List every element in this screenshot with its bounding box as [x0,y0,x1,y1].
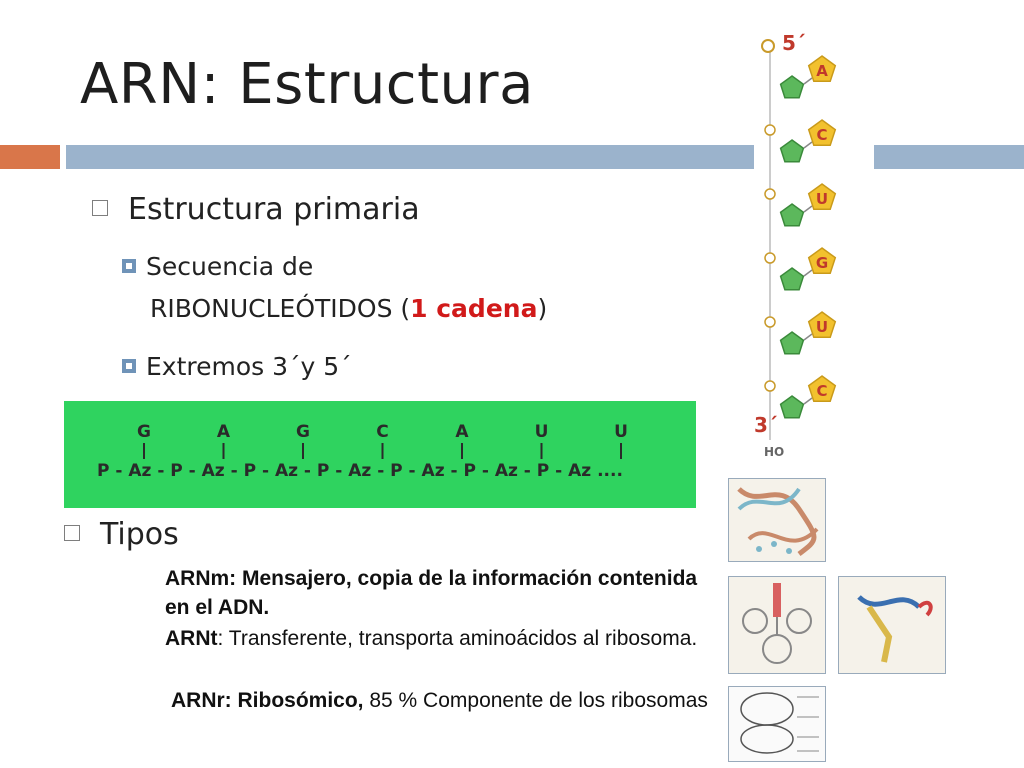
ribose-icon [779,331,805,355]
phosphate-icon [764,380,776,392]
sequence-chain: P - Az - P - Az - P - Az - P - Az - P - … [97,461,623,481]
nitrogen-base-label: G [816,254,828,272]
ribosome-illustration [728,686,826,762]
glycosidic-bond-line [803,205,813,213]
nitrogen-base-label: C [816,126,827,144]
arnm-description: ARNm: Mensajero, copia de la información… [165,564,705,622]
accent-bar-blue [66,145,754,169]
square-bullet-icon [122,359,136,373]
dna-rna-illustration [728,478,826,562]
trna-cloverleaf-illustration [728,576,826,674]
sequence-base: C [376,422,388,442]
ribose-icon [779,267,805,291]
accent-bar-orange [0,145,60,169]
square-bullet-icon [122,259,136,273]
ribose-icon [779,203,805,227]
rna-strand-diagram: A C U G U C 5´ 3´ HO [754,31,837,459]
strand-units: A C U G U C [764,55,837,419]
phosphate-icon [764,124,776,136]
arnr-text: 85 % Componente de los ribosomas [363,689,708,712]
section-heading: Tipos [100,517,179,552]
bullet-text-part: RIBONUCLEÓTIDOS ( [150,294,411,323]
arnt-description: ARNt: Transferente, transporta aminoácid… [165,624,705,653]
phosphate-5-icon [761,39,775,53]
glycosidic-bond-line [803,77,813,85]
ribose-icon [779,395,805,419]
label-3-prime: 3´ [754,413,778,437]
phosphate-icon [764,316,776,328]
section-tipos: Tipos [64,517,179,552]
phosphate-icon [764,252,776,264]
arnt-text: : Transferente, transporta aminoácidos a… [217,627,698,650]
phosphate-icon [764,188,776,200]
glycosidic-bond-line [803,269,813,277]
nitrogen-base-icon [807,183,837,211]
nitrogen-base-icon [807,119,837,147]
nitrogen-base-label: U [816,190,828,208]
trna-3d-illustration [838,576,946,674]
label-5-prime: 5´ [782,31,806,55]
sequence-base: G [296,422,310,442]
sequence-panel: G A G C A U U P - Az - P - Az - P - Az - P - A… [64,401,696,508]
checkbox-bullet-icon [64,524,80,541]
sequence-diagram: G A G C A U U P - Az - P - Az - P - Az - P - A… [97,422,628,481]
section-estructura-primaria: Estructura primaria [92,192,420,227]
accent-bar-blue-right [874,145,1024,169]
bullet-secuencia: Secuencia de RIBONUCLEÓTIDOS (1 cadena) [122,246,547,330]
checkbox-bullet-icon [92,199,108,216]
ribosome-icon [740,692,819,754]
ribose-icon [779,75,805,99]
bullet-extremos: Extremos 3´y 5´ [122,346,352,388]
sequence-base: U [535,422,549,442]
sequence-base: U [614,422,628,442]
sequence-base: A [455,422,469,442]
slide-title: ARN: Estructura [80,52,534,117]
arnr-description: ARNr: Ribosómico, 85 % Componente de los… [171,686,711,715]
nitrogen-base-label: C [816,382,827,400]
arnm-text: ARNm: Mensajero, copia de la información… [165,567,698,619]
ribose-icon [779,139,805,163]
bullet-text-part: ) [537,294,548,323]
cloverleaf-icon [742,583,812,664]
arnr-label: ARNr: Ribosómico, [171,689,364,712]
section-heading: Estructura primaria [128,192,420,227]
bullet-text-line2: RIBONUCLEÓTIDOS (1 cadena) [122,294,547,323]
glycosidic-bond-line [803,141,813,149]
bullet-text: Secuencia de [146,252,314,281]
nitrogen-base-label: U [816,318,828,336]
arnt-label: ARNt [165,627,218,650]
nitrogen-base-icon [807,375,837,403]
sequence-base: G [137,422,151,442]
sequence-base: A [217,422,231,442]
nitrogen-base-label: A [816,62,828,80]
nitrogen-base-icon [807,311,837,339]
nitrogen-base-icon [807,55,837,83]
glycosidic-bond-line [803,333,813,341]
trna-3d-icon [857,595,933,663]
label-ho: HO [764,445,784,459]
glycosidic-bond-line [803,397,813,405]
bullet-text: Extremos 3´y 5´ [146,352,352,381]
highlight-cadena: 1 cadena [410,294,538,323]
nitrogen-base-icon [807,247,837,275]
helix-illustration-icon [737,487,819,556]
